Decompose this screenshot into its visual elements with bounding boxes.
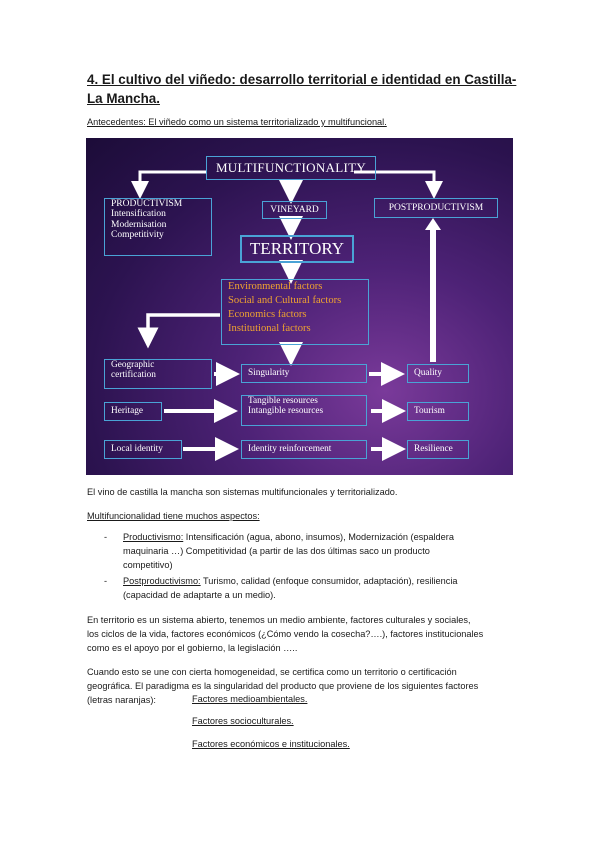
paragraph-territory-line2: los ciclos de la vida, factores económic… (87, 629, 484, 639)
factor-institutional: Institutional factors (228, 323, 311, 334)
paragraph-certification-line3: (letras naranjas): (87, 695, 156, 705)
box-territory: TERRITORY (240, 235, 354, 263)
box-resilience: Resilience (407, 440, 469, 459)
factor-social-cultural: Social and Cultural factors (228, 295, 342, 306)
factor-link-sociocultural: Factores socioculturales. (192, 716, 294, 726)
intangible-resources: Intangible resources (248, 406, 324, 417)
box-resources: Tangible resources Intangible resources (241, 395, 367, 426)
arrow-to-geographic (137, 313, 220, 349)
section-subtitle: Antecedentes: El viñedo como un sistema … (87, 117, 387, 127)
box-local-identity: Local identity (104, 440, 182, 459)
bullet-dash-2: - (104, 576, 108, 586)
box-geographic-certification: Geographic certification (104, 359, 212, 389)
paragraph-certification-line1: Cuando esto se une con cierta homogeneid… (87, 667, 457, 677)
territory-diagram: MULTIFUNCTIONALITY PRODUCTIVISM Intensif… (86, 138, 513, 475)
geographic-line2: certification (111, 370, 156, 381)
arrow-to-productivism (131, 170, 206, 199)
paragraph-territory: En territorio es un sistema abierto, ten… (87, 613, 527, 655)
geographic-line1: Geographic (111, 360, 155, 370)
bullet-postproductivism-term: Postproductivismo: (123, 576, 201, 586)
section-title: 4. El cultivo del viñedo: desarrollo ter… (87, 72, 517, 106)
bullet-postproductivism: Postproductivismo: Turismo, calidad (enf… (123, 574, 503, 602)
productivism-heading: PRODUCTIVISM (111, 199, 183, 209)
factor-link-economic: Factores económicos e institucionales. (192, 739, 350, 749)
bullet-productivism-text3: competitivo) (123, 560, 173, 570)
bullet-productivism-text1: Intensificación (agua, abono, insumos), … (183, 532, 454, 542)
bullet-postproductivism-text1: Turismo, calidad (enfoque consumidor, ad… (200, 576, 458, 586)
arrow-to-postproductivism (354, 170, 443, 199)
paragraph-territory-line1: En territorio es un sistema abierto, ten… (87, 615, 471, 625)
factor-economics: Economics factors (228, 309, 307, 320)
box-quality: Quality (407, 364, 469, 383)
bullet-dash-1: - (104, 532, 108, 542)
box-heritage: Heritage (104, 402, 162, 421)
arrow-up-head (425, 218, 441, 230)
paragraph-territory-line3: como es el apoyo por el gobierno, la leg… (87, 643, 298, 653)
box-singularity: Singularity (241, 364, 367, 383)
diagram-arrows (131, 170, 443, 461)
tangible-resources: Tangible resources (248, 396, 318, 406)
box-factors: Environmental factors Social and Cultura… (221, 279, 369, 345)
productivism-intensification: Intensification (111, 209, 166, 220)
factor-environmental: Environmental factors (228, 281, 323, 292)
box-productivism: PRODUCTIVISM Intensification Modernisati… (104, 198, 212, 256)
productivism-modernisation: Modernisation (111, 219, 167, 230)
paragraph-aspects: Multifuncionalidad tiene muchos aspectos… (87, 511, 260, 521)
bullet-productivism-term: Productivismo: (123, 532, 184, 542)
factor-link-environmental: Factores medioambientales. (192, 694, 308, 704)
paragraph-certification: Cuando esto se une con cierta homogeneid… (87, 665, 527, 707)
box-identity-reinforcement: Identity reinforcement (241, 440, 367, 459)
box-tourism: Tourism (407, 402, 469, 421)
bullet-productivism-text2: maquinaria …) Competitividad (a partir d… (123, 546, 430, 556)
productivism-competitivity: Competitivity (111, 230, 164, 241)
bullet-postproductivism-text2: (capacidad de adaptarte a un medio). (123, 590, 276, 600)
box-vineyard: VINEYARD (262, 201, 327, 219)
box-postproductivism: POSTPRODUCTIVISM (374, 198, 498, 218)
paragraph-intro: El vino de castilla la mancha son sistem… (87, 487, 398, 497)
paragraph-certification-line2: geográfica. El paradigma es la singulari… (87, 681, 479, 691)
box-multifunctionality: MULTIFUNCTIONALITY (206, 156, 376, 180)
bullet-productivism: Productivismo: Intensificación (agua, ab… (123, 530, 503, 572)
